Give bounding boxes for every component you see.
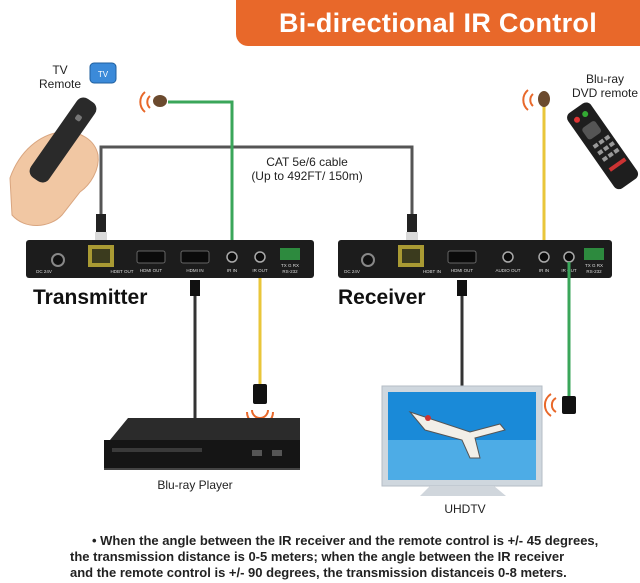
receiver-label: Receiver <box>338 286 426 309</box>
bluray-player-label: Blu-ray Player <box>157 478 233 492</box>
tx-port-label: TX G RX <box>281 263 299 268</box>
cable-label: CAT 5e/6 cable (Up to 492FT/ 150m) <box>251 155 363 183</box>
tx-port-label: HDMI IN <box>186 268 203 273</box>
bluray-remote-icon <box>567 102 639 190</box>
tv-badge-icon <box>89 62 117 84</box>
rx-port-label: HDMI OUT <box>451 268 473 273</box>
title-banner: Bi-directional IR Control <box>236 0 640 46</box>
tx-port-label: IR OUT <box>252 268 268 273</box>
bluray-player-icon <box>104 418 300 470</box>
tv-remote-label: TV Remote <box>38 63 82 91</box>
ir-receiver-eye-rx <box>538 91 550 107</box>
ir-signal-icon-tx <box>139 91 151 113</box>
footnote: • When the angle between the IR receiver… <box>70 533 635 581</box>
ir-emitter-tx <box>253 384 267 404</box>
transmitter-rj45-plug <box>96 214 106 236</box>
rx-port-label: RS-232 <box>586 269 602 274</box>
rx-hdmi-plug <box>457 280 467 296</box>
uhdtv-label: UHDTV <box>444 502 486 516</box>
footnote-line: and the remote control is +/- 90 degrees… <box>70 565 567 580</box>
ir-receiver-eye-tx <box>153 95 167 107</box>
uhdtv-icon <box>381 385 543 496</box>
transmitter-unit <box>26 240 314 278</box>
tx-port-label: HDBT OUT <box>111 269 134 274</box>
title: Bi-directional IR Control <box>279 7 597 38</box>
rx-port-label: AUDIO OUT <box>495 268 520 273</box>
bluray-remote-label: Blu-ray DVD remote <box>571 72 639 100</box>
rx-port-label: IR IN <box>539 268 549 273</box>
receiver-rj45-plug <box>407 214 417 236</box>
tx-port-label: IR IN <box>227 268 237 273</box>
footnote-line: the transmission distance is 0-5 meters;… <box>70 549 565 564</box>
ir-emitter-rx <box>562 396 576 414</box>
rx-port-label: HDBT IN <box>423 269 441 274</box>
cat-cable <box>99 145 414 216</box>
tv-badge-text: TV <box>98 70 109 79</box>
ir-signal-icon-rx <box>522 89 534 111</box>
ir-emission-icon-rx <box>544 393 557 417</box>
transmitter-label: Transmitter <box>33 286 148 309</box>
tx-port-label: RS-232 <box>282 269 298 274</box>
tx-port-label: DC 24V <box>36 269 52 274</box>
tx-port-label: HDMI OUT <box>140 268 162 273</box>
tv-remote-icon <box>9 97 99 226</box>
tx-hdmi-plug <box>190 280 200 296</box>
transmitter-ir-in-cable <box>168 100 234 252</box>
footnote-line: • When the angle between the IR receiver… <box>92 533 599 548</box>
rx-port-label: TX G RX <box>585 263 603 268</box>
rx-port-label: DC 24V <box>344 269 360 274</box>
